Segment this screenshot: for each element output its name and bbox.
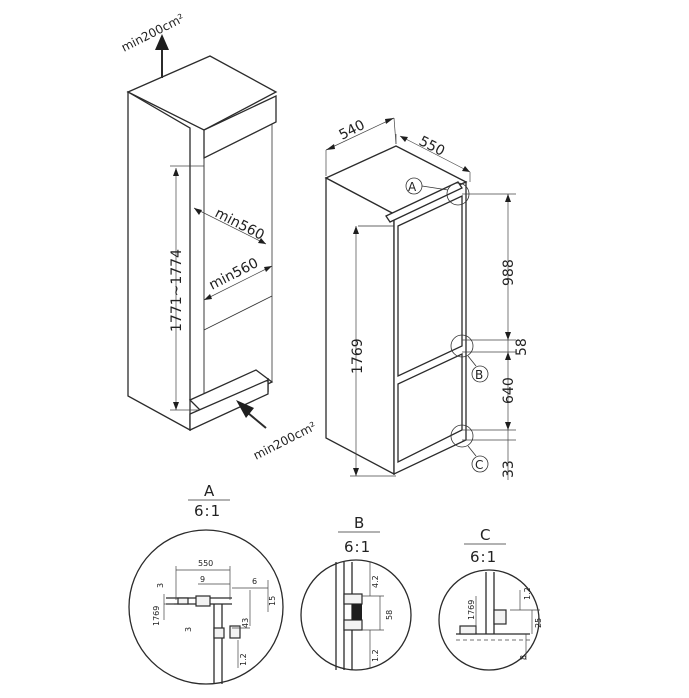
detail-a-dim-1-2: 1.2 bbox=[239, 653, 248, 666]
niche-top-band bbox=[203, 94, 277, 160]
detail-c-circle bbox=[438, 569, 540, 671]
bottom-gap-label: 33 bbox=[501, 460, 517, 478]
callout-a-circle bbox=[446, 182, 470, 206]
appliance-side bbox=[325, 176, 395, 476]
detail-a-dim-6: 6 bbox=[252, 577, 257, 586]
air-inlet-label: min200cm² bbox=[251, 419, 319, 463]
air-inlet-arrow-icon bbox=[236, 400, 254, 418]
callout-b-circle bbox=[450, 334, 474, 358]
detail-b-dim-1-2: 1.2 bbox=[371, 649, 380, 662]
callout-b-marker bbox=[471, 365, 489, 383]
detail-c-dim-1-2: 1.2 bbox=[523, 587, 532, 600]
appliance-top-rail bbox=[385, 181, 463, 223]
detail-a: A 6:1 550 9 6 15 3 1769 3 43 1.2 bbox=[128, 482, 284, 685]
detail-c-scale: 6:1 bbox=[470, 548, 497, 566]
detail-c-dim-height: 1769 bbox=[467, 600, 476, 620]
niche-cabinet: 1771~1774 min560 min560 min200cm² min200… bbox=[119, 11, 319, 463]
callout-a-label: A bbox=[408, 180, 417, 194]
niche-height-label: 1771~1774 bbox=[169, 249, 185, 332]
air-outlet-arrow-icon bbox=[155, 34, 169, 50]
appliance: 540 550 1769 988 58 640 33 A bbox=[324, 117, 530, 480]
detail-a-scale: 6:1 bbox=[194, 502, 221, 520]
appliance-depth-label: 550 bbox=[416, 133, 447, 159]
callout-c-marker bbox=[471, 455, 489, 473]
upper-section-label: 988 bbox=[501, 259, 517, 286]
appliance-upper-door bbox=[397, 194, 463, 378]
lower-section-label: 640 bbox=[501, 377, 517, 404]
appliance-height-label: 1769 bbox=[350, 338, 366, 374]
detail-a-dim-9: 9 bbox=[200, 575, 205, 584]
detail-b-scale: 6:1 bbox=[344, 538, 371, 556]
detail-a-title: A bbox=[204, 482, 215, 500]
niche-depth-label: min560 bbox=[212, 205, 267, 243]
detail-b-dim-58: 58 bbox=[385, 610, 394, 620]
detail-b-dim-4-2: 4.2 bbox=[371, 575, 380, 588]
air-outlet-label: min200cm² bbox=[119, 11, 187, 55]
niche-top-panel bbox=[126, 55, 278, 131]
callout-b-label: B bbox=[475, 368, 483, 382]
detail-b: B 6:1 4.2 58 1.2 bbox=[300, 514, 412, 671]
detail-a-dim-3-top: 3 bbox=[156, 583, 165, 588]
detail-b-circle bbox=[300, 559, 412, 671]
niche-width-label: min560 bbox=[207, 255, 262, 293]
callout-c-circle bbox=[450, 424, 474, 448]
detail-c-dim-25: 25 bbox=[534, 618, 543, 628]
niche-plinth bbox=[189, 379, 269, 432]
detail-c-dim-8: 8 bbox=[519, 655, 528, 660]
detail-a-dim-width: 550 bbox=[198, 559, 213, 568]
detail-c-title: C bbox=[480, 526, 491, 544]
detail-a-dim-43: 43 bbox=[241, 618, 250, 628]
detail-c: C 6:1 1.2 1769 25 8 bbox=[438, 526, 543, 671]
detail-a-dim-15: 15 bbox=[268, 596, 277, 606]
detail-a-dim-height: 1769 bbox=[152, 606, 161, 626]
callout-c-label: C bbox=[475, 458, 483, 472]
detail-b-title: B bbox=[354, 514, 365, 532]
gap-label: 58 bbox=[514, 338, 530, 356]
detail-a-circle bbox=[128, 529, 284, 685]
appliance-width-label: 540 bbox=[337, 117, 368, 143]
detail-a-dim-3-bottom: 3 bbox=[184, 627, 193, 632]
